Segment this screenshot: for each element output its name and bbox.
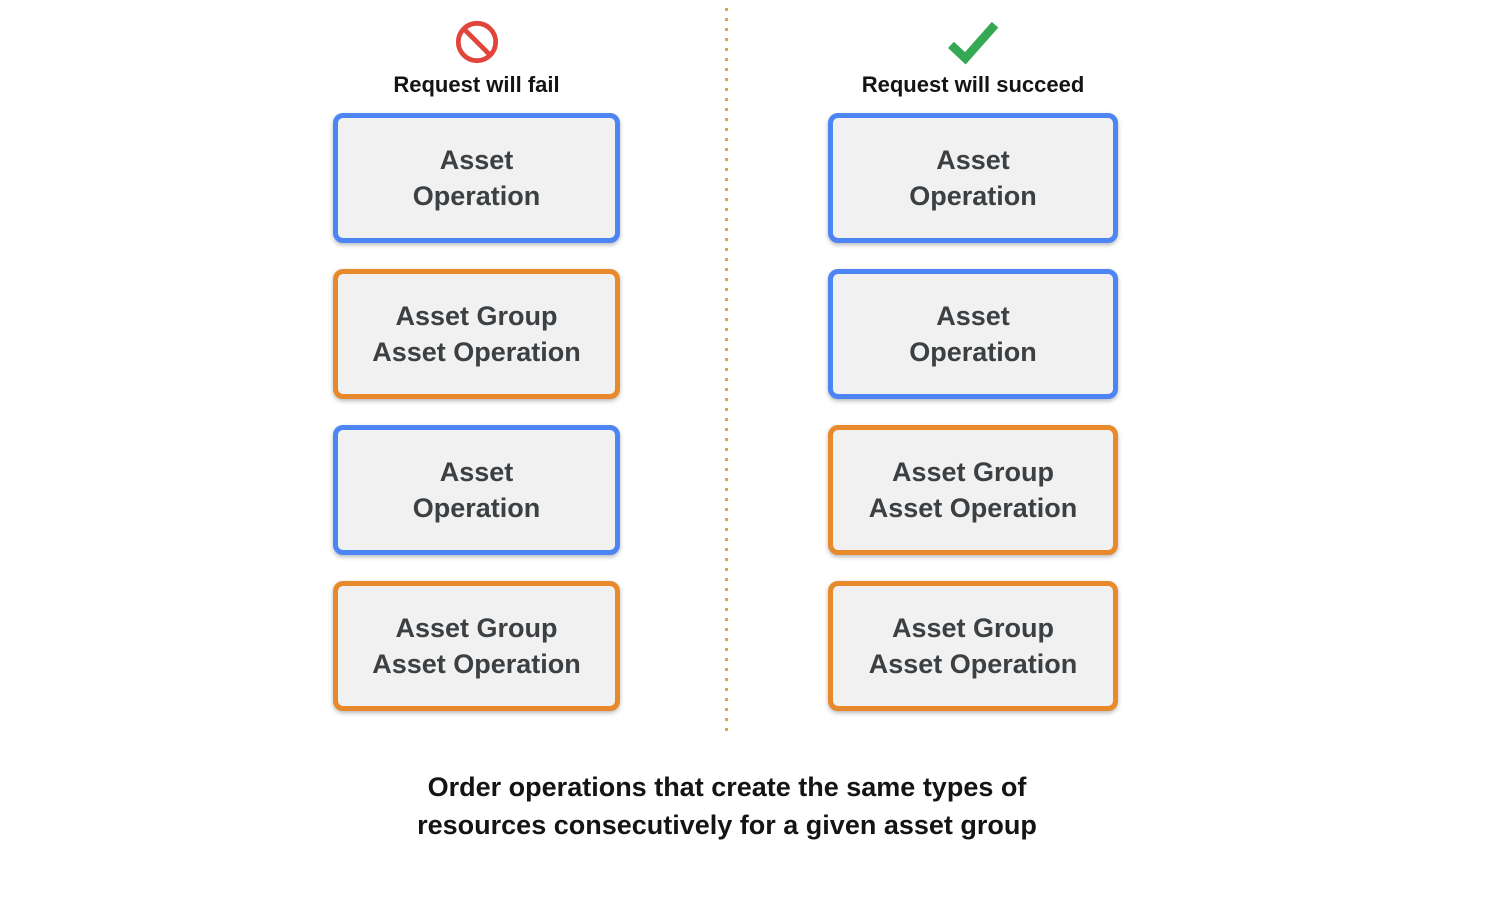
box-label-line: Asset Operation bbox=[372, 649, 581, 679]
succeed-box-asset-operation-1: Asset Operation bbox=[828, 113, 1118, 243]
fail-column: Request will fail Asset Operation Asset … bbox=[333, 10, 620, 737]
box-label-line: Operation bbox=[909, 181, 1037, 211]
box-label-line: Asset bbox=[439, 457, 514, 487]
prohibition-icon bbox=[454, 16, 500, 68]
fail-box-asset-operation-2: Asset Operation bbox=[333, 425, 620, 555]
box-label-line: Asset Group bbox=[891, 457, 1055, 487]
box-label-line: Asset bbox=[439, 145, 514, 175]
fail-heading: Request will fail bbox=[393, 72, 560, 97]
fail-box-asset-group-asset-operation-1: Asset Group Asset Operation bbox=[333, 269, 620, 399]
box-label-line: Operation bbox=[909, 337, 1037, 367]
box-label-line: Operation bbox=[412, 493, 541, 523]
fail-box-asset-group-asset-operation-2: Asset Group Asset Operation bbox=[333, 581, 620, 711]
box-label-line: Asset Group bbox=[395, 613, 558, 643]
succeed-box-asset-group-asset-operation-1: Asset Group Asset Operation bbox=[828, 425, 1118, 555]
box-label-line: Asset bbox=[936, 145, 1010, 175]
diagram-caption: Order operations that create the same ty… bbox=[0, 768, 1454, 844]
box-label-line: Operation bbox=[412, 181, 541, 211]
succeed-heading: Request will succeed bbox=[861, 72, 1085, 97]
succeed-box-asset-operation-2: Asset Operation bbox=[828, 269, 1118, 399]
dotted-divider bbox=[725, 8, 728, 738]
box-label-line: Asset Operation bbox=[868, 649, 1078, 679]
box-label-line: Asset bbox=[936, 301, 1010, 331]
caption-line-2: resources consecutively for a given asse… bbox=[417, 810, 1037, 840]
box-label-line: Asset Operation bbox=[868, 493, 1078, 523]
box-label-line: Asset Operation bbox=[372, 337, 581, 367]
succeed-box-asset-group-asset-operation-2: Asset Group Asset Operation bbox=[828, 581, 1118, 711]
box-label-line: Asset Group bbox=[891, 613, 1055, 643]
fail-box-asset-operation-1: Asset Operation bbox=[333, 113, 620, 243]
caption-line-1: Order operations that create the same ty… bbox=[427, 772, 1027, 802]
box-label-line: Asset Group bbox=[395, 301, 558, 331]
succeed-column: Request will succeed Asset Operation Ass… bbox=[828, 10, 1118, 737]
checkmark-icon bbox=[944, 16, 1002, 68]
